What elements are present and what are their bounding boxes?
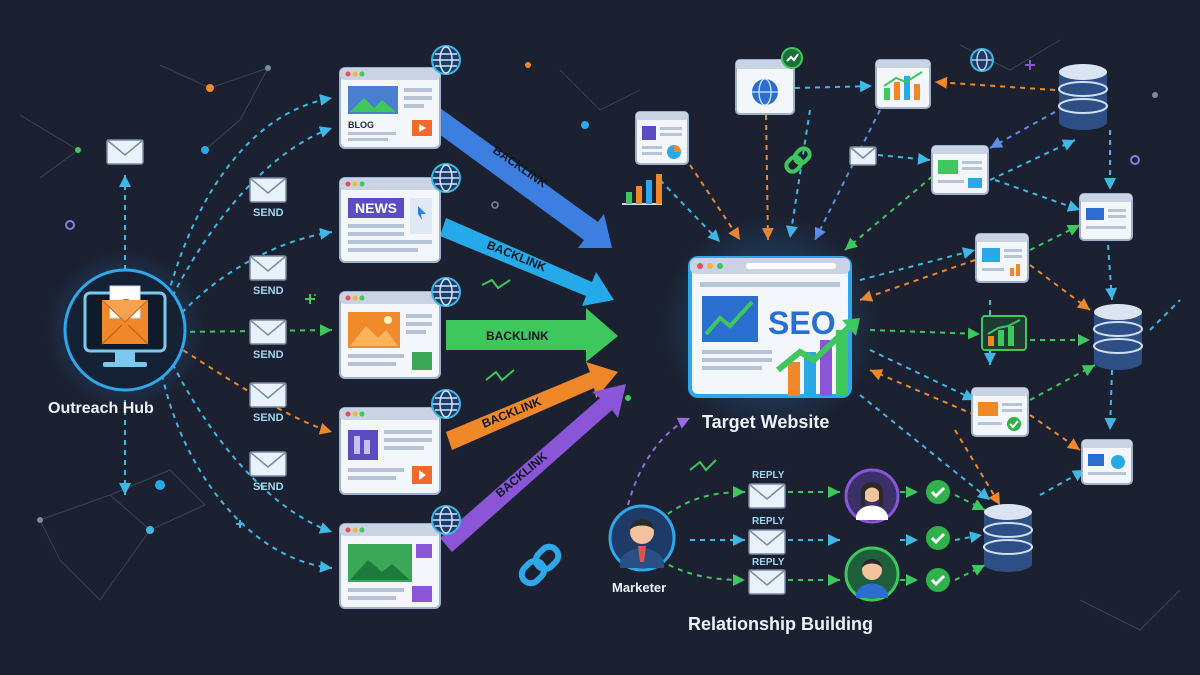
network-connections — [659, 76, 1181, 506]
network-site-card — [971, 387, 1029, 437]
envelope-icon — [249, 451, 287, 477]
reply-label: REPLY — [752, 557, 785, 568]
envelope-icon — [106, 139, 144, 165]
growth-bars-icon — [776, 318, 860, 396]
backlink-arrow-purple — [440, 384, 626, 552]
database-icon — [1093, 304, 1143, 370]
envelope-icons — [106, 139, 877, 595]
check-icon — [926, 480, 950, 504]
site-tag: BLOG — [348, 120, 374, 130]
site-tag: NEWS — [355, 200, 397, 216]
network-site-card — [1079, 193, 1133, 241]
globe-icon — [970, 48, 994, 72]
website-card — [339, 523, 441, 609]
envelope-icon — [748, 483, 786, 509]
target-website: SEO — [660, 215, 880, 435]
contact-avatar — [844, 546, 900, 602]
relationship-arrows — [659, 486, 986, 586]
trend-badge-icon — [781, 47, 803, 69]
chain-link-icon — [518, 543, 562, 587]
chain-link-icon — [784, 146, 812, 174]
network-site-card — [931, 145, 989, 195]
network-site-card — [1081, 439, 1133, 485]
check-icon — [926, 568, 950, 592]
globe-icon — [431, 277, 461, 307]
small-trend-icon — [689, 459, 717, 472]
contact-avatar — [844, 468, 900, 524]
bar-chart-icon — [622, 174, 662, 205]
relationship-label: Relationship Building — [688, 614, 873, 634]
website-card: BLOG — [339, 67, 441, 149]
network-site-card — [735, 59, 795, 115]
envelope-icon — [249, 255, 287, 281]
target-label: Target Website — [702, 412, 830, 432]
globe-icon — [431, 389, 461, 419]
marketer-target-arrow — [627, 417, 691, 506]
envelope-icon — [249, 382, 287, 408]
small-trend-icon — [481, 278, 511, 290]
small-trend-icon — [485, 369, 515, 382]
reply-label: REPLY — [752, 516, 785, 527]
website-card: NEWS — [339, 177, 441, 263]
globe-icon — [431, 163, 461, 193]
envelope-icon — [748, 529, 786, 555]
backlink-arrow-green — [446, 308, 618, 362]
backlink-label: BACKLINK — [486, 329, 549, 343]
envelope-icon — [748, 569, 786, 595]
background-dots — [37, 62, 1158, 534]
marketer-avatar — [608, 504, 676, 572]
check-icon — [926, 526, 950, 550]
send-label: SEND — [253, 207, 284, 219]
globe-icon — [431, 505, 461, 535]
website-card — [339, 291, 441, 379]
network-site-card — [975, 233, 1029, 283]
check-icons — [926, 480, 950, 592]
send-label: SEND — [253, 481, 284, 493]
seo-badge: SEO — [768, 305, 836, 341]
website-card — [339, 407, 441, 495]
bar-chart-icon — [981, 315, 1027, 351]
envelope-icon — [249, 177, 287, 203]
network-site-card — [875, 59, 931, 109]
globe-icon — [431, 45, 461, 75]
hub-label: Outreach Hub — [48, 400, 154, 417]
send-label: SEND — [253, 412, 284, 424]
marketer-label: Marketer — [612, 580, 667, 595]
envelope-icon — [249, 319, 287, 345]
reply-label: REPLY — [752, 470, 785, 481]
sparkles — [236, 60, 1035, 528]
network-site-card — [635, 111, 689, 165]
database-icon — [1058, 64, 1108, 130]
globe-icons — [431, 45, 994, 535]
outreach-hub: @ — [45, 250, 205, 410]
backlink-arrow-cyan — [440, 218, 614, 306]
send-label: SEND — [253, 349, 284, 361]
backlink-arrow-blue — [428, 108, 612, 248]
send-label: SEND — [253, 285, 284, 297]
backlink-label: BACKLINK — [493, 449, 550, 500]
database-icon — [983, 504, 1033, 572]
envelope-icon — [849, 146, 877, 166]
backlink-arrow-orange — [446, 362, 618, 450]
backlink-arrows — [428, 108, 626, 552]
